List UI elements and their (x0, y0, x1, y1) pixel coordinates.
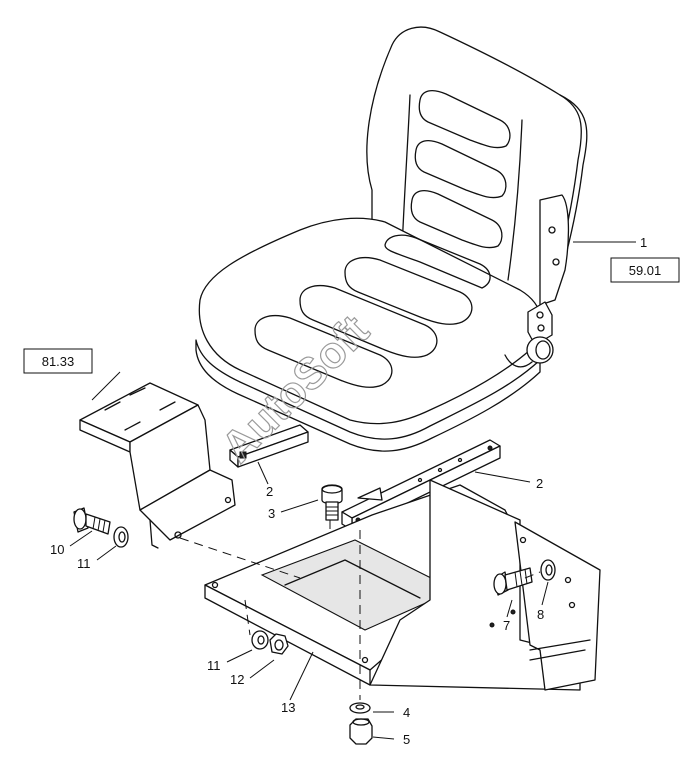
backrest-hinge-plate (539, 194, 570, 306)
washer-right (540, 559, 556, 581)
callout-3: 3 (268, 506, 275, 521)
seat-assembly (195, 26, 588, 452)
backrest-pad-1 (418, 89, 511, 149)
hex-bolt-right (493, 567, 533, 596)
callout-8: 8 (537, 607, 544, 622)
recline-knob (526, 336, 554, 364)
callout-7: 7 (503, 618, 510, 633)
callout-2-right: 2 (536, 476, 543, 491)
cushion-pad-4 (384, 234, 491, 289)
callout-4: 4 (403, 705, 410, 720)
assembly-guides (179, 520, 541, 700)
cushion-pad-1 (254, 315, 393, 388)
nut-lower (269, 633, 289, 655)
backrest-pad-2 (414, 139, 507, 199)
side-support-frame (369, 479, 601, 691)
washer-lower (251, 630, 269, 650)
backrest-pad-3 (410, 189, 503, 249)
washer-left (113, 526, 129, 548)
washer-bottom (349, 702, 371, 714)
lock-nut-bottom (349, 718, 373, 745)
ref-box-59-01-label: 59.01 (629, 263, 662, 278)
mounting-bracket (79, 382, 236, 549)
recline-lever (527, 301, 553, 346)
slide-rail-left (229, 424, 309, 468)
callout-5: 5 (403, 732, 410, 747)
callout-1: 1 (640, 235, 647, 250)
socket-head-bolt (321, 484, 343, 521)
ref-box-59-01: 59.01 (610, 257, 680, 283)
ref-box-81-33: 81.33 (23, 348, 93, 374)
hex-bolt-left (73, 507, 111, 535)
callout-13: 13 (281, 700, 295, 715)
leader-lines (69, 241, 636, 740)
callout-12: 12 (230, 672, 244, 687)
cushion-pad-3 (344, 257, 473, 325)
callout-2-left: 2 (266, 484, 273, 499)
cushion-pad-2 (299, 285, 438, 358)
callout-10: 10 (50, 542, 64, 557)
callout-11-lower: 11 (207, 658, 221, 673)
callout-labels: 1 2 2 3 4 5 7 8 10 11 11 12 13 (50, 235, 647, 747)
callout-11-left: 11 (77, 556, 91, 571)
ref-box-81-33-label: 81.33 (42, 354, 75, 369)
